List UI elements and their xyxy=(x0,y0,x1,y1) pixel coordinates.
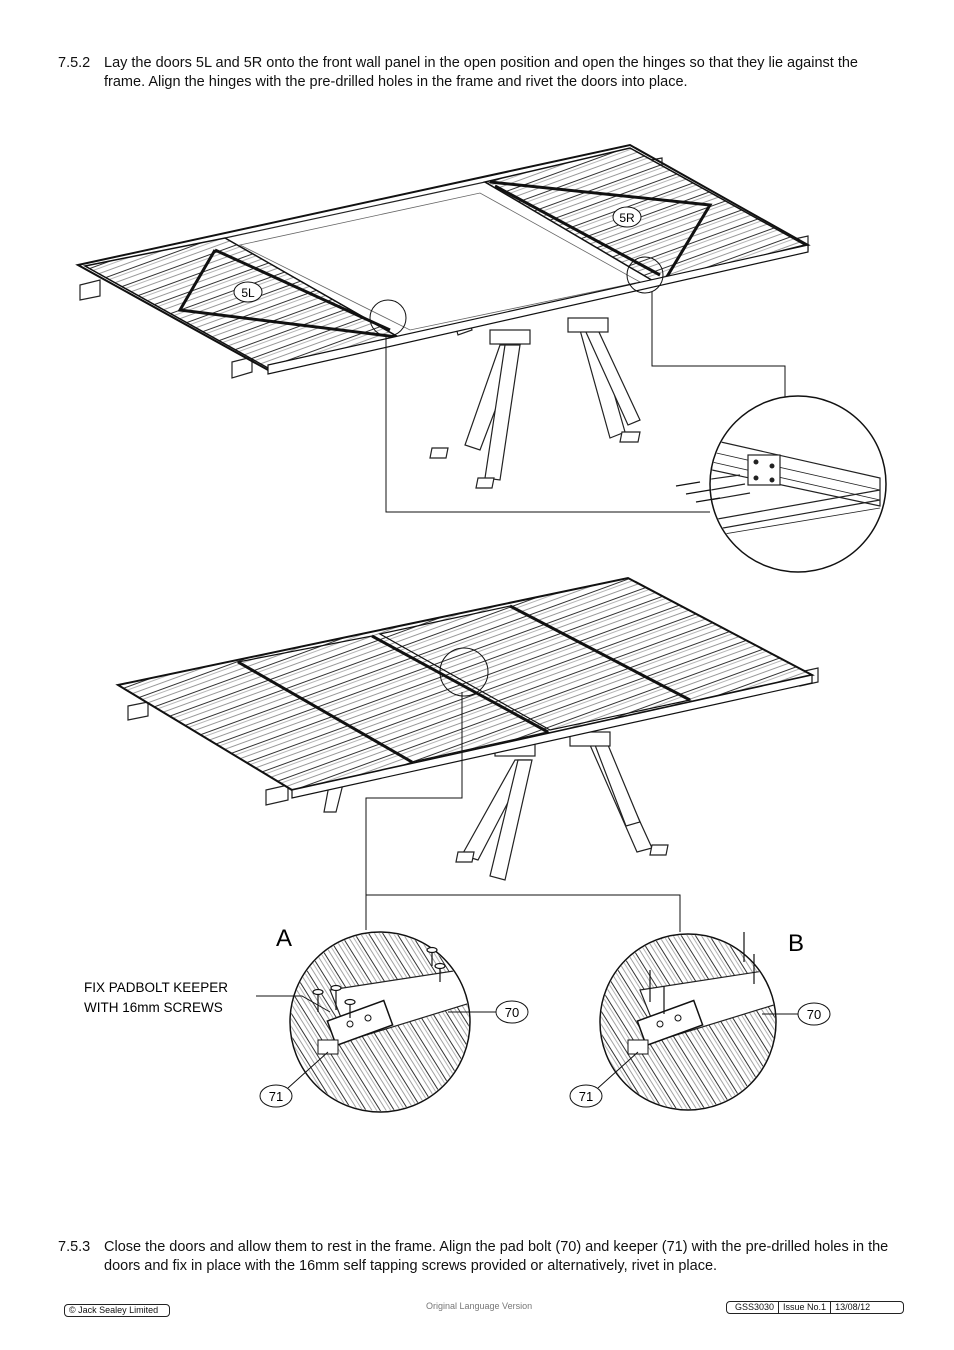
callout-71-a: 71 xyxy=(269,1089,283,1104)
step-7-5-3: 7.5.3 Close the doors and allow them to … xyxy=(58,1238,898,1278)
figure-doors-open: 5L 5R xyxy=(75,143,887,573)
step-text: Close the doors and allow them to rest i… xyxy=(104,1239,889,1274)
model-number: GSS3030 xyxy=(731,1302,780,1313)
document-reference: GSS3030 Issue No.1 13/08/12 xyxy=(726,1301,904,1314)
figure-doors-closed xyxy=(115,576,819,932)
hinge-detail xyxy=(675,395,887,573)
note-line-1: FIX PADBOLT KEEPER xyxy=(84,980,228,995)
screw-icons-a xyxy=(312,946,446,1018)
issue-number: Issue No.1 xyxy=(779,1302,832,1313)
door-label-5l: 5L xyxy=(241,286,255,300)
rivet-icons-b xyxy=(649,932,755,1014)
callout-71-b: 71 xyxy=(579,1089,593,1104)
step-7-5-2: 7.5.2 Lay the doors 5L and 5R onto the f… xyxy=(58,54,898,94)
callout-70-a: 70 xyxy=(505,1005,519,1020)
language-version: Original Language Version xyxy=(426,1301,533,1311)
detail-a: A FIX PADBOLT KEEPER WITH 16mm SCREWS 70… xyxy=(84,925,529,1113)
detail-b: B 70 71 xyxy=(569,930,831,1111)
detail-a-letter: A xyxy=(276,925,292,952)
step-number: 7.5.3 xyxy=(58,1239,91,1255)
door-label-5r: 5R xyxy=(619,211,635,225)
detail-b-letter: B xyxy=(788,930,804,957)
step-text: Lay the doors 5L and 5R onto the front w… xyxy=(104,55,858,90)
note-line-2: WITH 16mm SCREWS xyxy=(84,1000,223,1015)
issue-date: 13/08/12 xyxy=(835,1302,871,1312)
step-number: 7.5.2 xyxy=(58,55,91,71)
door-5r xyxy=(483,147,808,283)
callout-70-b: 70 xyxy=(807,1007,821,1022)
copyright-notice: © Jack Sealey Limited xyxy=(64,1304,170,1317)
